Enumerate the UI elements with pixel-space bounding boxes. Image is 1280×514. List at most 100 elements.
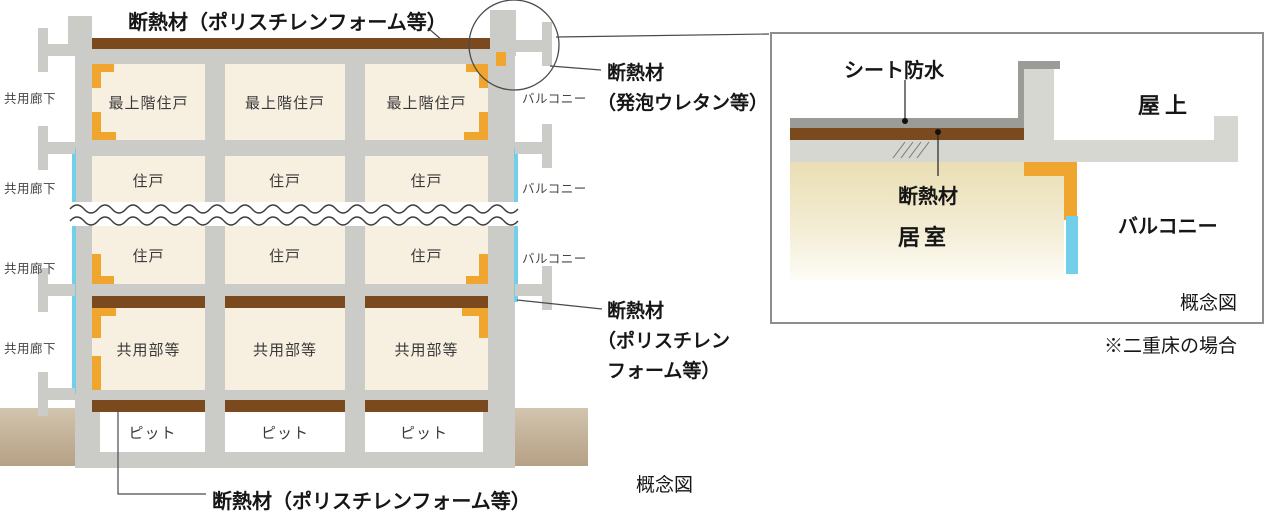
corridor-label: 共用廊下	[4, 182, 57, 196]
balcony-slab	[515, 284, 548, 296]
annotation-polystyrene-line3: フォーム等）	[607, 361, 721, 382]
insulation-orange	[466, 276, 488, 284]
roof-insulation-strip	[92, 38, 490, 49]
room-label: 住戸	[410, 172, 443, 190]
insulation-orange	[92, 64, 101, 88]
insulation-strip-mid	[92, 296, 205, 308]
detail-insulation-layer	[790, 128, 1042, 140]
room-label: 住戸	[132, 172, 165, 190]
insulation-orange	[92, 132, 116, 140]
balcony-slab-cap	[542, 22, 552, 66]
detail-balcony-label: バルコニー	[1118, 216, 1218, 238]
room-label: ピット	[128, 424, 177, 442]
annotation-polystyrene-line2: （ポリスチレン	[597, 331, 731, 352]
circle-to-label-line	[549, 65, 602, 71]
room-unit: 住戸	[365, 156, 488, 204]
room-common: 共用部等	[92, 308, 205, 390]
annotation-polystyrene-line1: 断熱材	[607, 301, 665, 322]
insulation-strip-mid	[225, 296, 345, 308]
room-unit: 住戸	[365, 226, 488, 284]
insulation-orange	[479, 308, 488, 338]
room-unit: 住戸	[225, 226, 345, 284]
insulation-orange	[464, 132, 488, 140]
annotation-urethane-line2: （発泡ウレタン等）	[597, 93, 769, 114]
corridor-label: 共用廊下	[4, 262, 57, 276]
room-label: 住戸	[268, 172, 301, 190]
detail-parapet	[1024, 68, 1054, 162]
balcony-label: バルコニー	[522, 252, 587, 266]
insulation-orange	[462, 308, 488, 316]
balcony-slab-cap	[542, 124, 552, 168]
insulation-strip-pit	[92, 400, 205, 412]
corridor-label: 共用廊下	[4, 92, 57, 106]
annotation-top-insulation: 断熱材（ポリスチレンフォーム等）	[128, 12, 447, 34]
insulation-strip-pit	[365, 400, 488, 412]
corridor-slab-cap	[38, 126, 48, 170]
detail-rooftop-upstand	[1214, 116, 1238, 142]
balcony-slab-cap	[542, 266, 552, 310]
room-common: 共用部等	[365, 308, 488, 390]
corridor-slab-cap	[38, 372, 48, 416]
insulation-orange	[92, 356, 101, 390]
detail-box: シート防水 屋上 断熱材 居室 バルコニー 概念図	[770, 32, 1264, 324]
insulation-orange	[479, 254, 488, 284]
detail-room-label: 居室	[898, 225, 951, 250]
rooftop-label: 屋上	[1138, 93, 1193, 118]
room-top-floor: 最上階住戸	[92, 64, 205, 140]
annotation-bottom-insulation: 断熱材（ポリスチレンフォーム等）	[212, 491, 531, 513]
room-unit: 住戸	[92, 156, 205, 204]
sheet-waterproof-label: シート防水	[844, 60, 944, 82]
room-top-floor: 最上階住戸	[225, 64, 345, 140]
detail-rooftop-slab	[1054, 140, 1238, 162]
room-label: 住戸	[410, 247, 443, 265]
circle-to-box-line	[555, 33, 770, 38]
insulation-orange	[496, 52, 506, 66]
detail-insulation-label: 断熱材	[898, 186, 958, 208]
insulation-orange	[479, 112, 488, 140]
left-caption: 概念図	[636, 475, 694, 496]
room-label: 住戸	[132, 247, 165, 265]
detail-roof-slab	[790, 140, 1054, 162]
room-label: 最上階住戸	[386, 94, 467, 112]
room-label: ピット	[399, 424, 448, 442]
room-pit: ピット	[365, 412, 483, 452]
room-label: 住戸	[268, 247, 301, 265]
insulation-orange	[92, 308, 116, 316]
detail-insulation-orange	[1024, 162, 1077, 176]
detail-sheet-upturn	[1018, 68, 1024, 118]
room-pit: ピット	[225, 412, 345, 452]
insulation-strip-pit	[225, 400, 345, 412]
leader-line	[516, 299, 603, 310]
double-floor-note: ※二重床の場合	[1104, 336, 1238, 357]
parapet-right	[490, 10, 516, 56]
annotation-urethane-line1: 断熱材	[607, 63, 665, 84]
insulation-orange	[466, 64, 488, 72]
detail-insulation-orange	[1064, 162, 1077, 220]
room-label: 共用部等	[252, 341, 317, 359]
balcony-slab	[515, 142, 548, 154]
insulation-orange	[92, 276, 114, 284]
balcony-label: バルコニー	[522, 92, 587, 106]
room-pit: ピット	[100, 412, 205, 452]
room-unit: 住戸	[92, 226, 205, 284]
detail-room-area	[790, 162, 1064, 280]
room-label: 共用部等	[116, 341, 181, 359]
room-label: 最上階住戸	[244, 94, 325, 112]
balcony-label: バルコニー	[522, 182, 587, 196]
detail-caption: 概念図	[1180, 293, 1238, 314]
window-line-right	[514, 148, 518, 302]
insulation-strip-mid	[365, 296, 488, 308]
insulation-orange	[92, 112, 101, 140]
insulation-orange	[92, 254, 101, 284]
room-label: 最上階住戸	[108, 94, 189, 112]
room-common: 共用部等	[225, 308, 345, 390]
corridor-label: 共用廊下	[4, 342, 57, 356]
room-label: ピット	[260, 424, 309, 442]
corridor-slab-cap	[38, 268, 48, 312]
insulation-orange	[92, 64, 114, 72]
detail-window	[1066, 216, 1078, 274]
room-top-floor: 最上階住戸	[365, 64, 488, 140]
detail-sheet-layer	[790, 118, 1038, 128]
corridor-slab-cap	[38, 28, 48, 72]
room-unit: 住戸	[225, 156, 345, 204]
